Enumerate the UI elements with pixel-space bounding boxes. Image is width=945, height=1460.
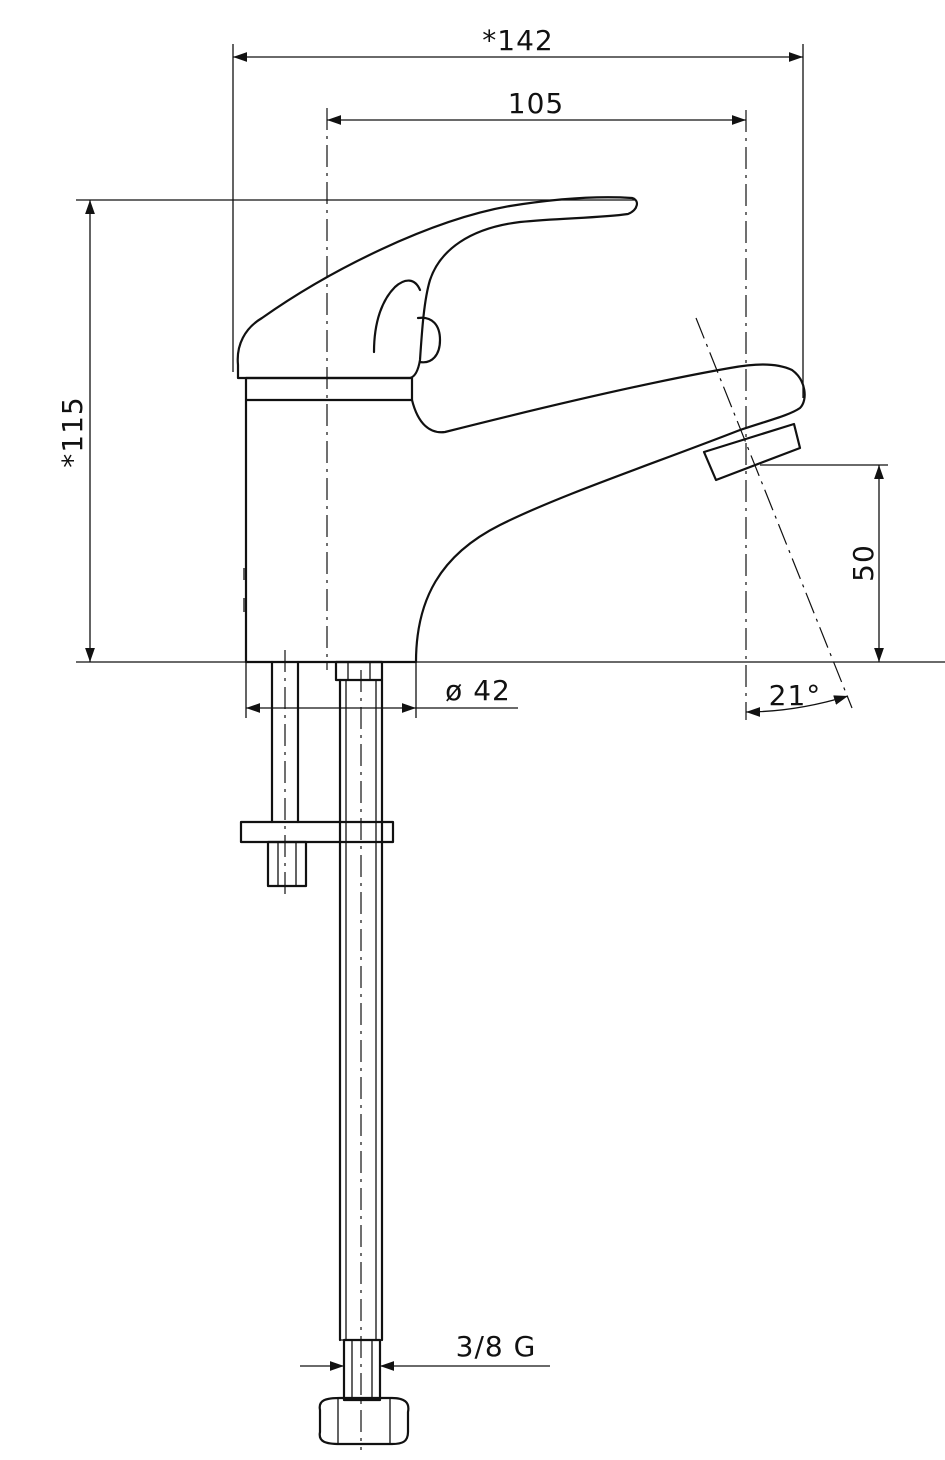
spout-height-label: 50 bbox=[847, 544, 880, 582]
overall-width-label: *142 bbox=[482, 24, 553, 57]
dimension-connection-thread: 3/8 G bbox=[300, 1330, 550, 1371]
dimension-spout-angle: 21° bbox=[745, 679, 849, 717]
lever-pivot bbox=[416, 316, 442, 364]
spout-reach-label: 105 bbox=[508, 87, 564, 120]
overall-height-label: *115 bbox=[56, 396, 89, 467]
dimension-overall-height: *115 bbox=[56, 200, 95, 662]
faucet-body bbox=[236, 196, 806, 664]
threaded-stud bbox=[270, 660, 300, 824]
flex-hose bbox=[338, 678, 384, 1342]
lever-inner-curve bbox=[372, 279, 422, 354]
hose-fitting bbox=[342, 1338, 382, 1402]
base-diameter-label: ø 42 bbox=[445, 674, 511, 707]
dimension-spout-reach: 105 bbox=[327, 87, 746, 125]
body-and-spout bbox=[244, 363, 806, 664]
hose-nut-top bbox=[334, 660, 384, 682]
dimension-overall-width: *142 bbox=[233, 24, 803, 62]
spout-angle-label: 21° bbox=[769, 679, 822, 712]
mounting-parts bbox=[239, 650, 410, 1446]
mounting-bracket bbox=[239, 820, 395, 844]
lever-handle bbox=[236, 196, 638, 380]
dimension-base-diameter: ø 42 bbox=[246, 674, 518, 713]
fixing-nut bbox=[266, 840, 308, 888]
hose-nut-bottom bbox=[318, 1396, 410, 1446]
connection-thread-label: 3/8 G bbox=[456, 1330, 537, 1363]
lever-cap bbox=[244, 376, 414, 402]
construction-lines bbox=[76, 44, 945, 1450]
dimension-spout-height: 50 bbox=[847, 465, 884, 662]
aerator bbox=[702, 422, 802, 482]
